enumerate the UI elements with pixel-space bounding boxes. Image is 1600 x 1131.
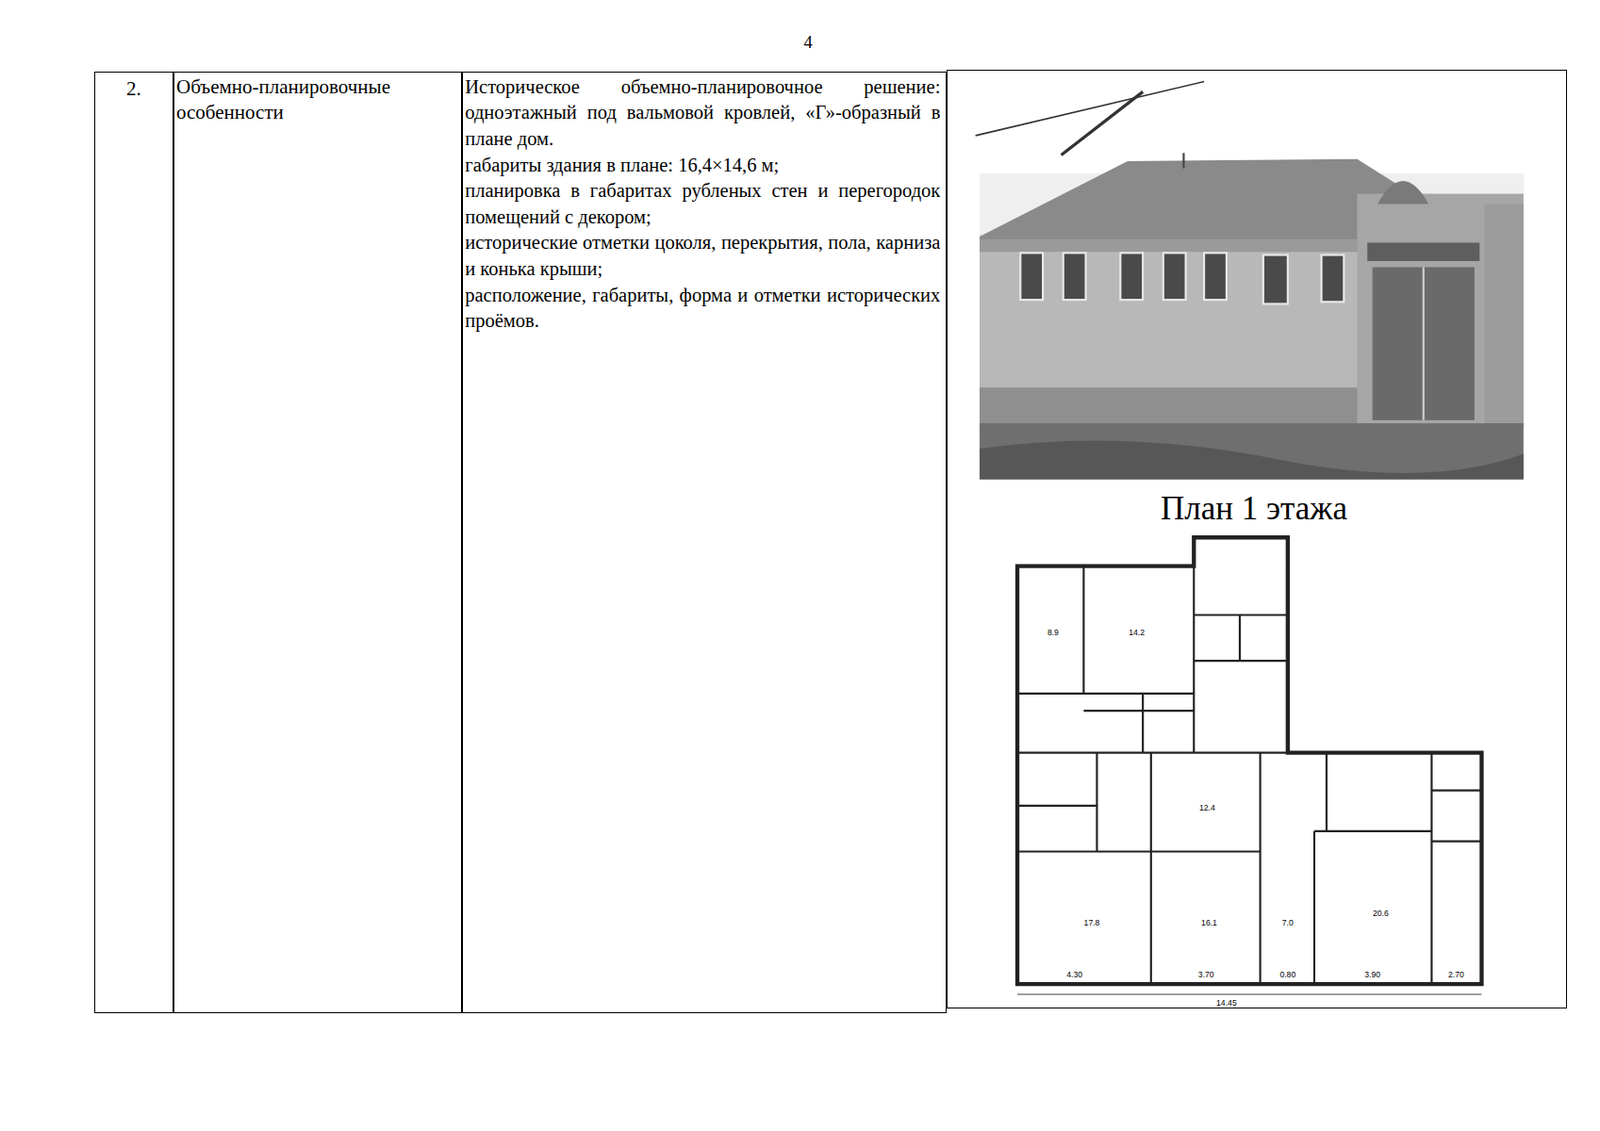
- building-photo: [979, 152, 1524, 479]
- row-number: 2.: [95, 72, 173, 102]
- number-cell: 2.: [94, 71, 174, 1014]
- room-area: 17.8: [1083, 918, 1102, 928]
- room-area: 20.6: [1371, 908, 1390, 919]
- description-cell: Историческое объемно-планировочное решен…: [461, 71, 947, 1014]
- row-heading: Объемно-планировочные особенности: [174, 72, 462, 127]
- overhead-wires: [975, 82, 1205, 156]
- floor-plan: [1017, 537, 1482, 995]
- plan-title: План 1 этажа: [947, 490, 1560, 528]
- room-area: 8.9: [1046, 627, 1060, 638]
- dimension-label: 2.70: [1447, 970, 1466, 980]
- dimension-label: 0.80: [1278, 970, 1297, 980]
- description-text: исторические отметки цоколя, перекрытия,…: [462, 230, 946, 282]
- description-text: планировка в габаритах рубленых стен и п…: [462, 178, 946, 231]
- page-number: 4: [804, 32, 813, 53]
- heading-cell: Объемно-планировочные особенности: [173, 71, 462, 1014]
- description-text: Историческое объемно-планировочное решен…: [462, 72, 946, 153]
- dimension-label: 3.70: [1197, 970, 1216, 980]
- room-area: 14.2: [1127, 627, 1146, 638]
- room-area: 7.0: [1281, 918, 1295, 928]
- description-text: габариты здания в плане: 16,4×14,6 м;: [462, 152, 946, 180]
- room-area: 12.4: [1198, 803, 1217, 813]
- dimension-label: 4.30: [1065, 970, 1084, 980]
- dimension-label: 14.45: [1215, 998, 1238, 1008]
- dimension-label: 3.90: [1363, 970, 1382, 980]
- description-text: расположение, габариты, форма и отметки …: [462, 282, 946, 335]
- room-area: 16.1: [1200, 918, 1219, 928]
- image-cell: План 1 этажа: [946, 69, 1568, 1010]
